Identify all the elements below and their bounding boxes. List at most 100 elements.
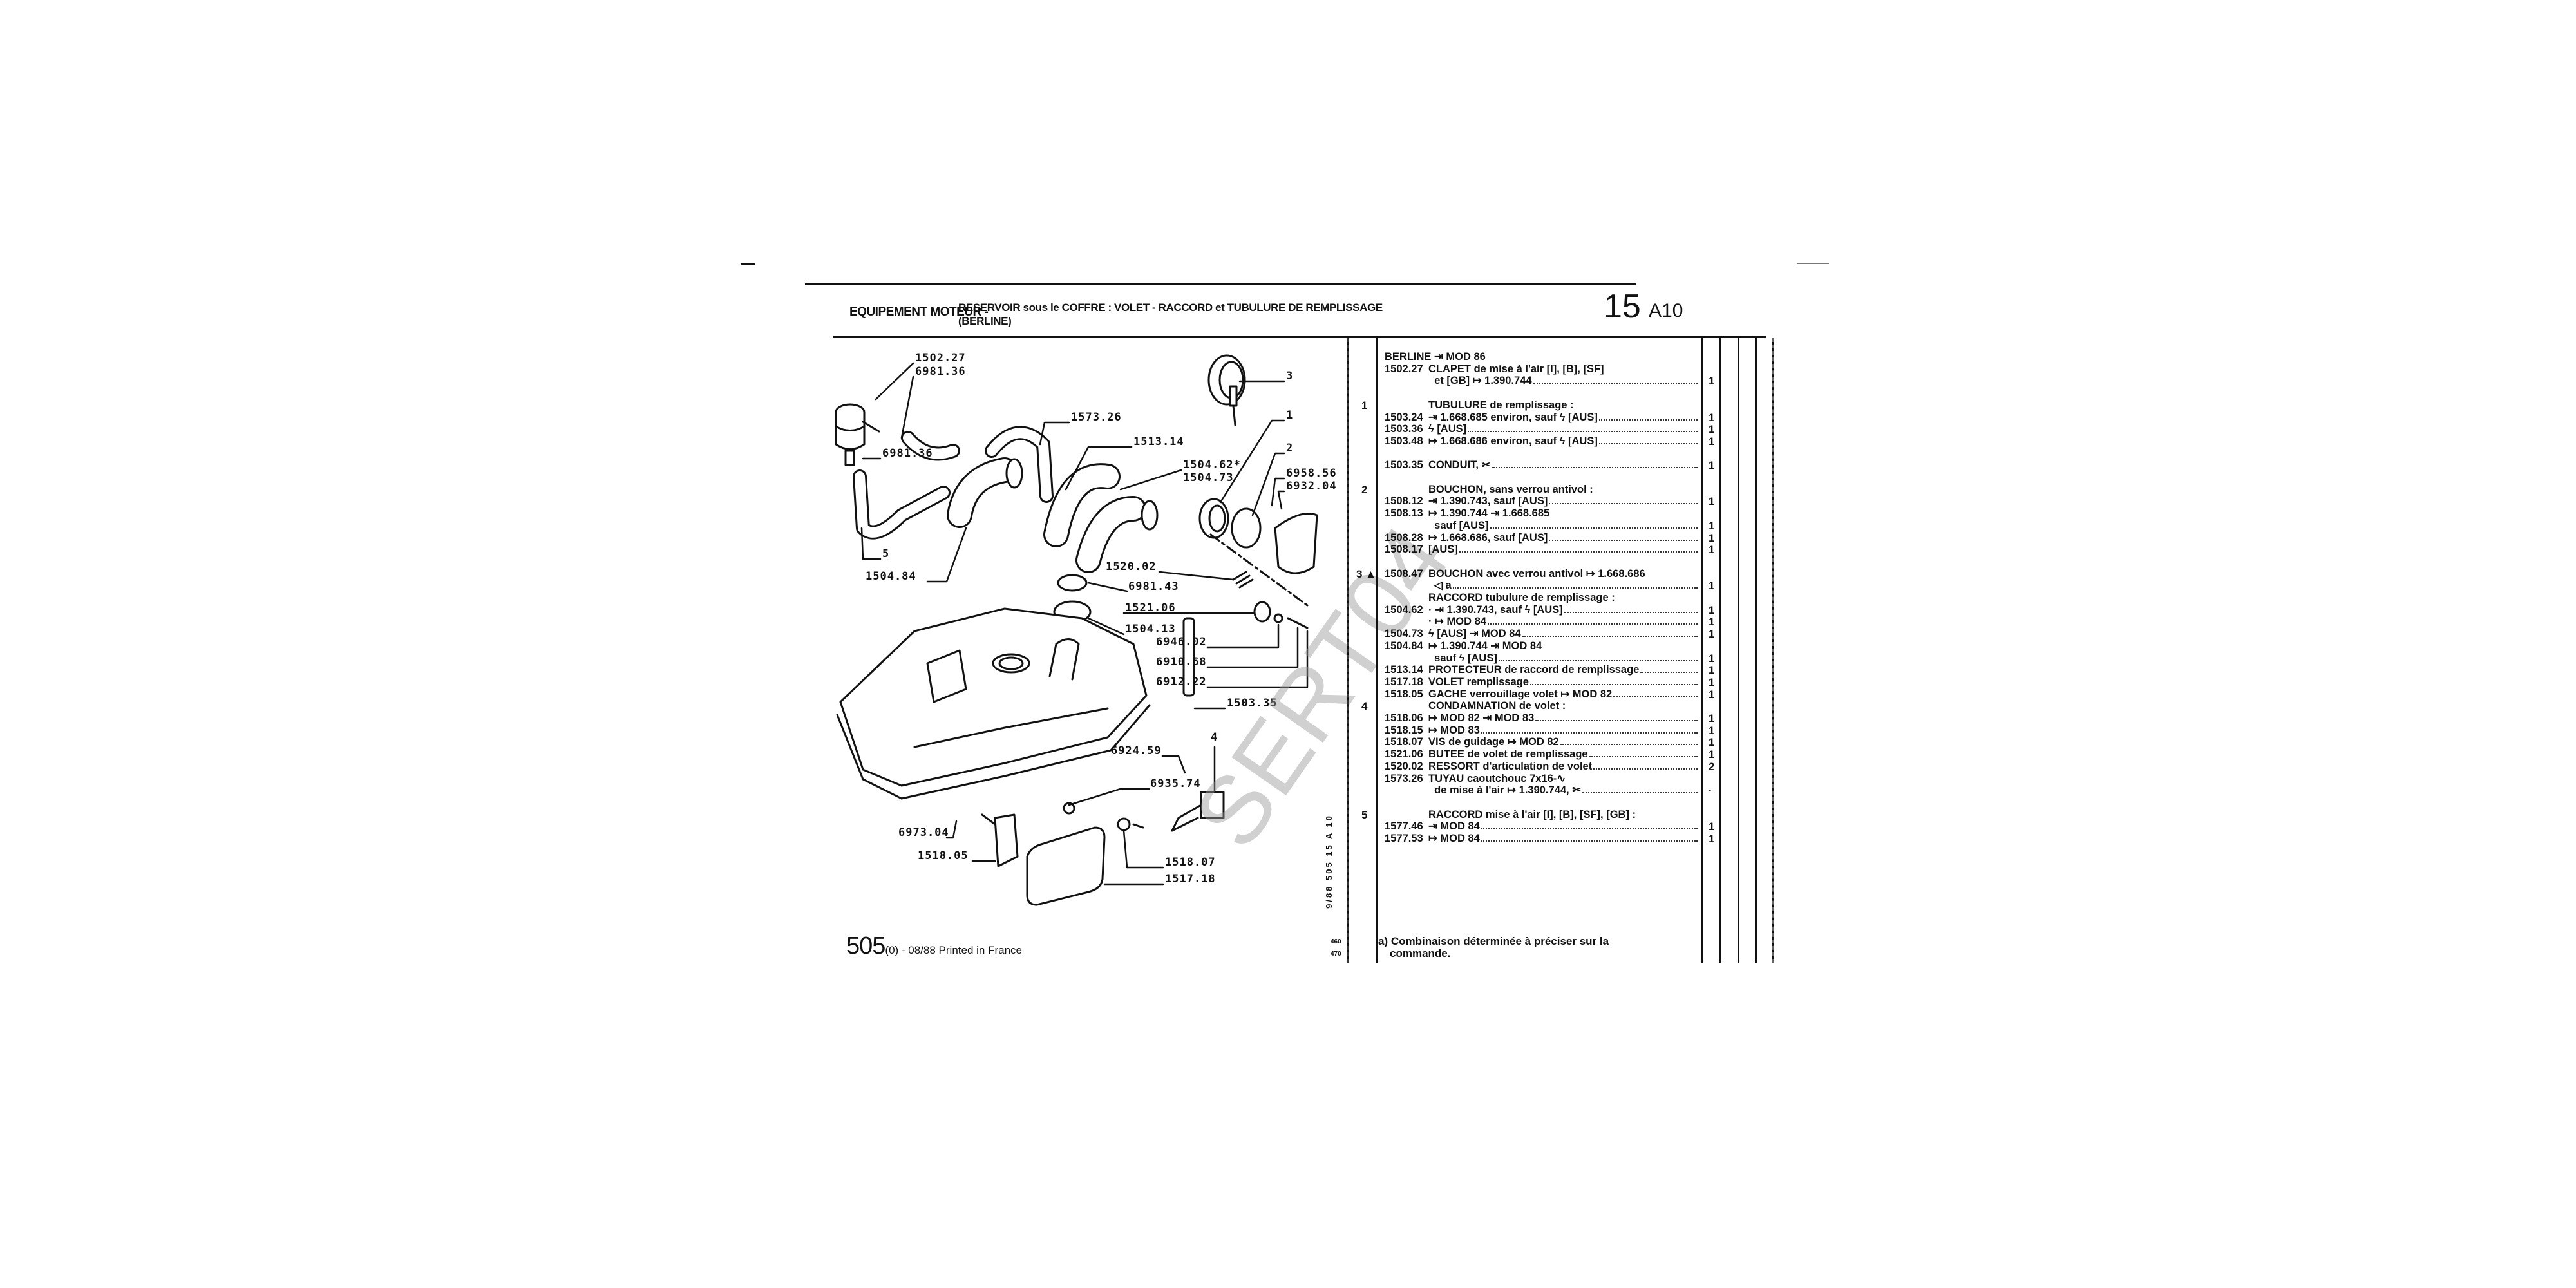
- part-description: BOUCHON avec verrou antivol ↦ 1.668.686: [1428, 567, 1645, 580]
- parts-list-row: 1508.28 ↦ 1.668.686, sauf [AUS]: [1385, 532, 1700, 544]
- quantity: 1: [1709, 664, 1715, 677]
- callout-6981-43: 6981.43: [1128, 580, 1179, 593]
- part-reference: [1385, 520, 1428, 532]
- parts-list-row: BERLINE ⇥ MOD 86: [1385, 351, 1700, 363]
- quantity: 1: [1709, 495, 1715, 508]
- leader-dots: [1598, 435, 1698, 444]
- parts-list-row: sauf [AUS]: [1385, 520, 1700, 532]
- code-460: 460: [1331, 938, 1341, 945]
- callout-1573-26: 1573.26: [1071, 411, 1122, 424]
- leader-dots: [1640, 664, 1698, 674]
- parts-list-row: et [GB] ↦ 1.390.744: [1385, 375, 1700, 387]
- leader-dots: [1564, 604, 1698, 613]
- parts-list-row: 1518.15↦ MOD 83: [1385, 724, 1700, 737]
- page-code: A10: [1649, 300, 1683, 321]
- part-reference: 1517.18: [1385, 676, 1423, 688]
- quantity: 1: [1709, 736, 1715, 749]
- callout-1520-02: 1520.02: [1106, 560, 1157, 573]
- footnote-line1: a) Combinaison déterminée à préciser sur…: [1378, 935, 1609, 947]
- part-reference: [1385, 592, 1428, 604]
- part-description: BERLINE ⇥ MOD 86: [1385, 351, 1486, 363]
- quantity: 1: [1709, 375, 1715, 388]
- parts-list-row: 1518.06↦ MOD 82 ⇥ MOD 83: [1385, 712, 1700, 724]
- part-description: ↦ 1.668.686, sauf [AUS]: [1428, 531, 1548, 544]
- quantity: 1: [1709, 423, 1715, 436]
- quantity: ·: [1709, 784, 1712, 797]
- parts-list-row: ◁ a: [1385, 580, 1700, 592]
- margin-mark-left: [741, 263, 755, 265]
- part-description: PROTECTEUR de raccord de remplissage: [1428, 664, 1640, 676]
- part-description: TUBULURE de remplissage :: [1428, 399, 1574, 411]
- part-description: RACCORD tubulure de remplissage :: [1428, 592, 1615, 603]
- locking-cap-drawing: [1208, 354, 1246, 426]
- parts-list-row: RACCORD tubulure de remplissage :: [1385, 592, 1700, 604]
- callout-3: 3: [1286, 370, 1294, 383]
- leader-dots: [1613, 688, 1698, 697]
- quantity: 1: [1709, 724, 1715, 737]
- part-description: ↦ 1.668.686 environ, sauf ϟ [AUS]: [1428, 435, 1598, 447]
- parts-list-row: BOUCHON, sans verrou antivol :: [1385, 484, 1700, 496]
- part-description: ↦ 1.390.744 ⇥ 1.668.685: [1428, 507, 1550, 520]
- callout-6981-36-lower: 6981.36: [882, 447, 933, 460]
- part-description: ⇥ MOD 84: [1428, 820, 1480, 833]
- diagram-index: 4: [1361, 700, 1368, 713]
- quantity: 1: [1709, 652, 1715, 665]
- part-description: TUYAU caoutchouc 7x16-∿: [1428, 772, 1566, 784]
- part-description: ↦ MOD 84: [1428, 833, 1480, 844]
- part-reference: [1385, 700, 1428, 712]
- hose-drawings: [853, 426, 1159, 573]
- quantity: 1: [1709, 748, 1715, 761]
- filler-neck-drawing: [1198, 498, 1318, 607]
- parts-list-row: 1503.24⇥ 1.668.685 environ, sauf ϟ [AUS]: [1385, 412, 1700, 424]
- leader-dots: [1605, 363, 1698, 372]
- part-reference: [1385, 484, 1428, 496]
- part-reference: 1502.27: [1385, 363, 1423, 375]
- part-description: · ⇥ 1.390.743, sauf ϟ [AUS]: [1428, 603, 1563, 616]
- part-description: VIS de guidage ↦ MOD 82: [1428, 736, 1559, 748]
- part-reference: 1504.62: [1385, 603, 1423, 616]
- quantity: 1: [1709, 459, 1715, 472]
- leader-dots: [1481, 724, 1698, 734]
- filler-flap-drawing: [981, 791, 1225, 906]
- quantity: 1: [1709, 676, 1715, 688]
- quantity: 1: [1709, 833, 1715, 845]
- leader-dots: [1647, 568, 1698, 577]
- leader-dots: [1598, 412, 1698, 421]
- footer-printed: - 08/88 Printed in France: [898, 944, 1023, 956]
- part-description: ◁ a: [1428, 580, 1452, 592]
- column-line-a: [1719, 338, 1721, 963]
- part-description: sauf ϟ [AUS]: [1428, 652, 1497, 664]
- part-description: RESSORT d'articulation de volet: [1428, 760, 1593, 772]
- leader-dots: [1498, 652, 1698, 661]
- leader-dots: [1487, 616, 1698, 625]
- part-reference: 1508.28: [1385, 531, 1423, 544]
- vertical-page-code: 9/88 505 15 A 10: [1323, 814, 1334, 909]
- part-reference: [1385, 580, 1428, 592]
- callout-6912-22: 6912.22: [1156, 676, 1207, 688]
- small-parts-drawing: [1053, 574, 1309, 697]
- parts-list-row: 1508.12⇥ 1.390.743, sauf [AUS]: [1385, 495, 1700, 507]
- leader-dots: [1459, 544, 1698, 553]
- part-description: GACHE verrouillage volet ↦ MOD 82: [1428, 688, 1613, 700]
- callout-1521-06: 1521.06: [1125, 601, 1176, 614]
- part-description: de mise à l'air ↦ 1.390.744, ✂: [1428, 784, 1582, 797]
- callout-1503-35: 1503.35: [1227, 697, 1278, 710]
- leader-dots: [1567, 773, 1698, 782]
- parts-list-row: · ↦ MOD 84: [1385, 616, 1700, 628]
- diagram-index: 1: [1361, 399, 1368, 412]
- page-number: 15: [1604, 288, 1641, 325]
- leader-dots: [1530, 676, 1698, 685]
- parts-list-row: RACCORD mise à l'air [I], [B], [SF], [GB…: [1385, 809, 1700, 821]
- quantity: 1: [1709, 435, 1715, 448]
- callout-1504-84: 1504.84: [866, 570, 916, 583]
- leader-dots: [1487, 351, 1698, 360]
- callout-6935-74: 6935.74: [1150, 777, 1201, 790]
- leader-dots: [1637, 809, 1698, 818]
- page-title: RESERVOIR sous le COFFRE : VOLET - RACCO…: [958, 301, 1383, 328]
